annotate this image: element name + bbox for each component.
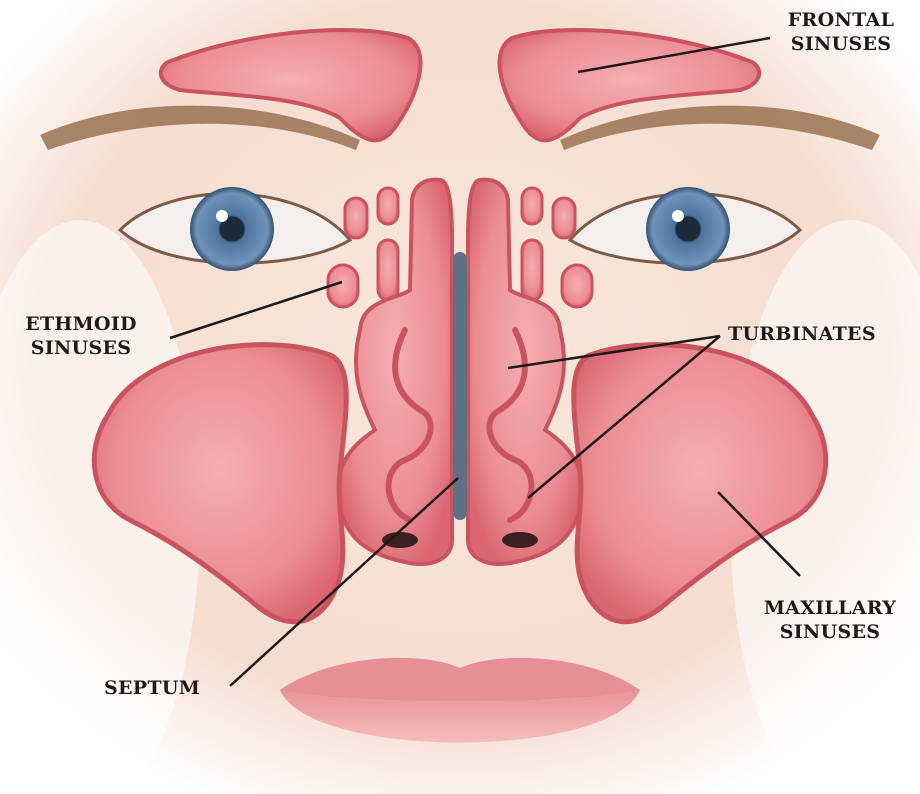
label-ethmoid-sinuses: ETHMOID SINUSES: [6, 312, 156, 360]
label-septum: SEPTUM: [104, 676, 200, 700]
label-maxillary-sinuses: MAXILLARY SINUSES: [745, 596, 915, 644]
label-frontal-sinuses: FRONTAL SINUSES: [771, 8, 911, 56]
nostril-right: [502, 532, 538, 548]
iris-right: [646, 187, 730, 271]
label-turbinates: TURBINATES: [728, 322, 876, 346]
label-frontal-line1: FRONTAL: [771, 8, 911, 32]
nostril-left: [382, 532, 418, 548]
iris-left: [190, 187, 274, 271]
label-maxillary-line2: SINUSES: [745, 620, 915, 644]
label-septum-text: SEPTUM: [104, 676, 200, 700]
label-ethmoid-line1: ETHMOID: [6, 312, 156, 336]
label-turbinates-text: TURBINATES: [728, 322, 876, 346]
label-frontal-line2: SINUSES: [771, 32, 911, 56]
label-ethmoid-line2: SINUSES: [6, 336, 156, 360]
label-maxillary-line1: MAXILLARY: [745, 596, 915, 620]
